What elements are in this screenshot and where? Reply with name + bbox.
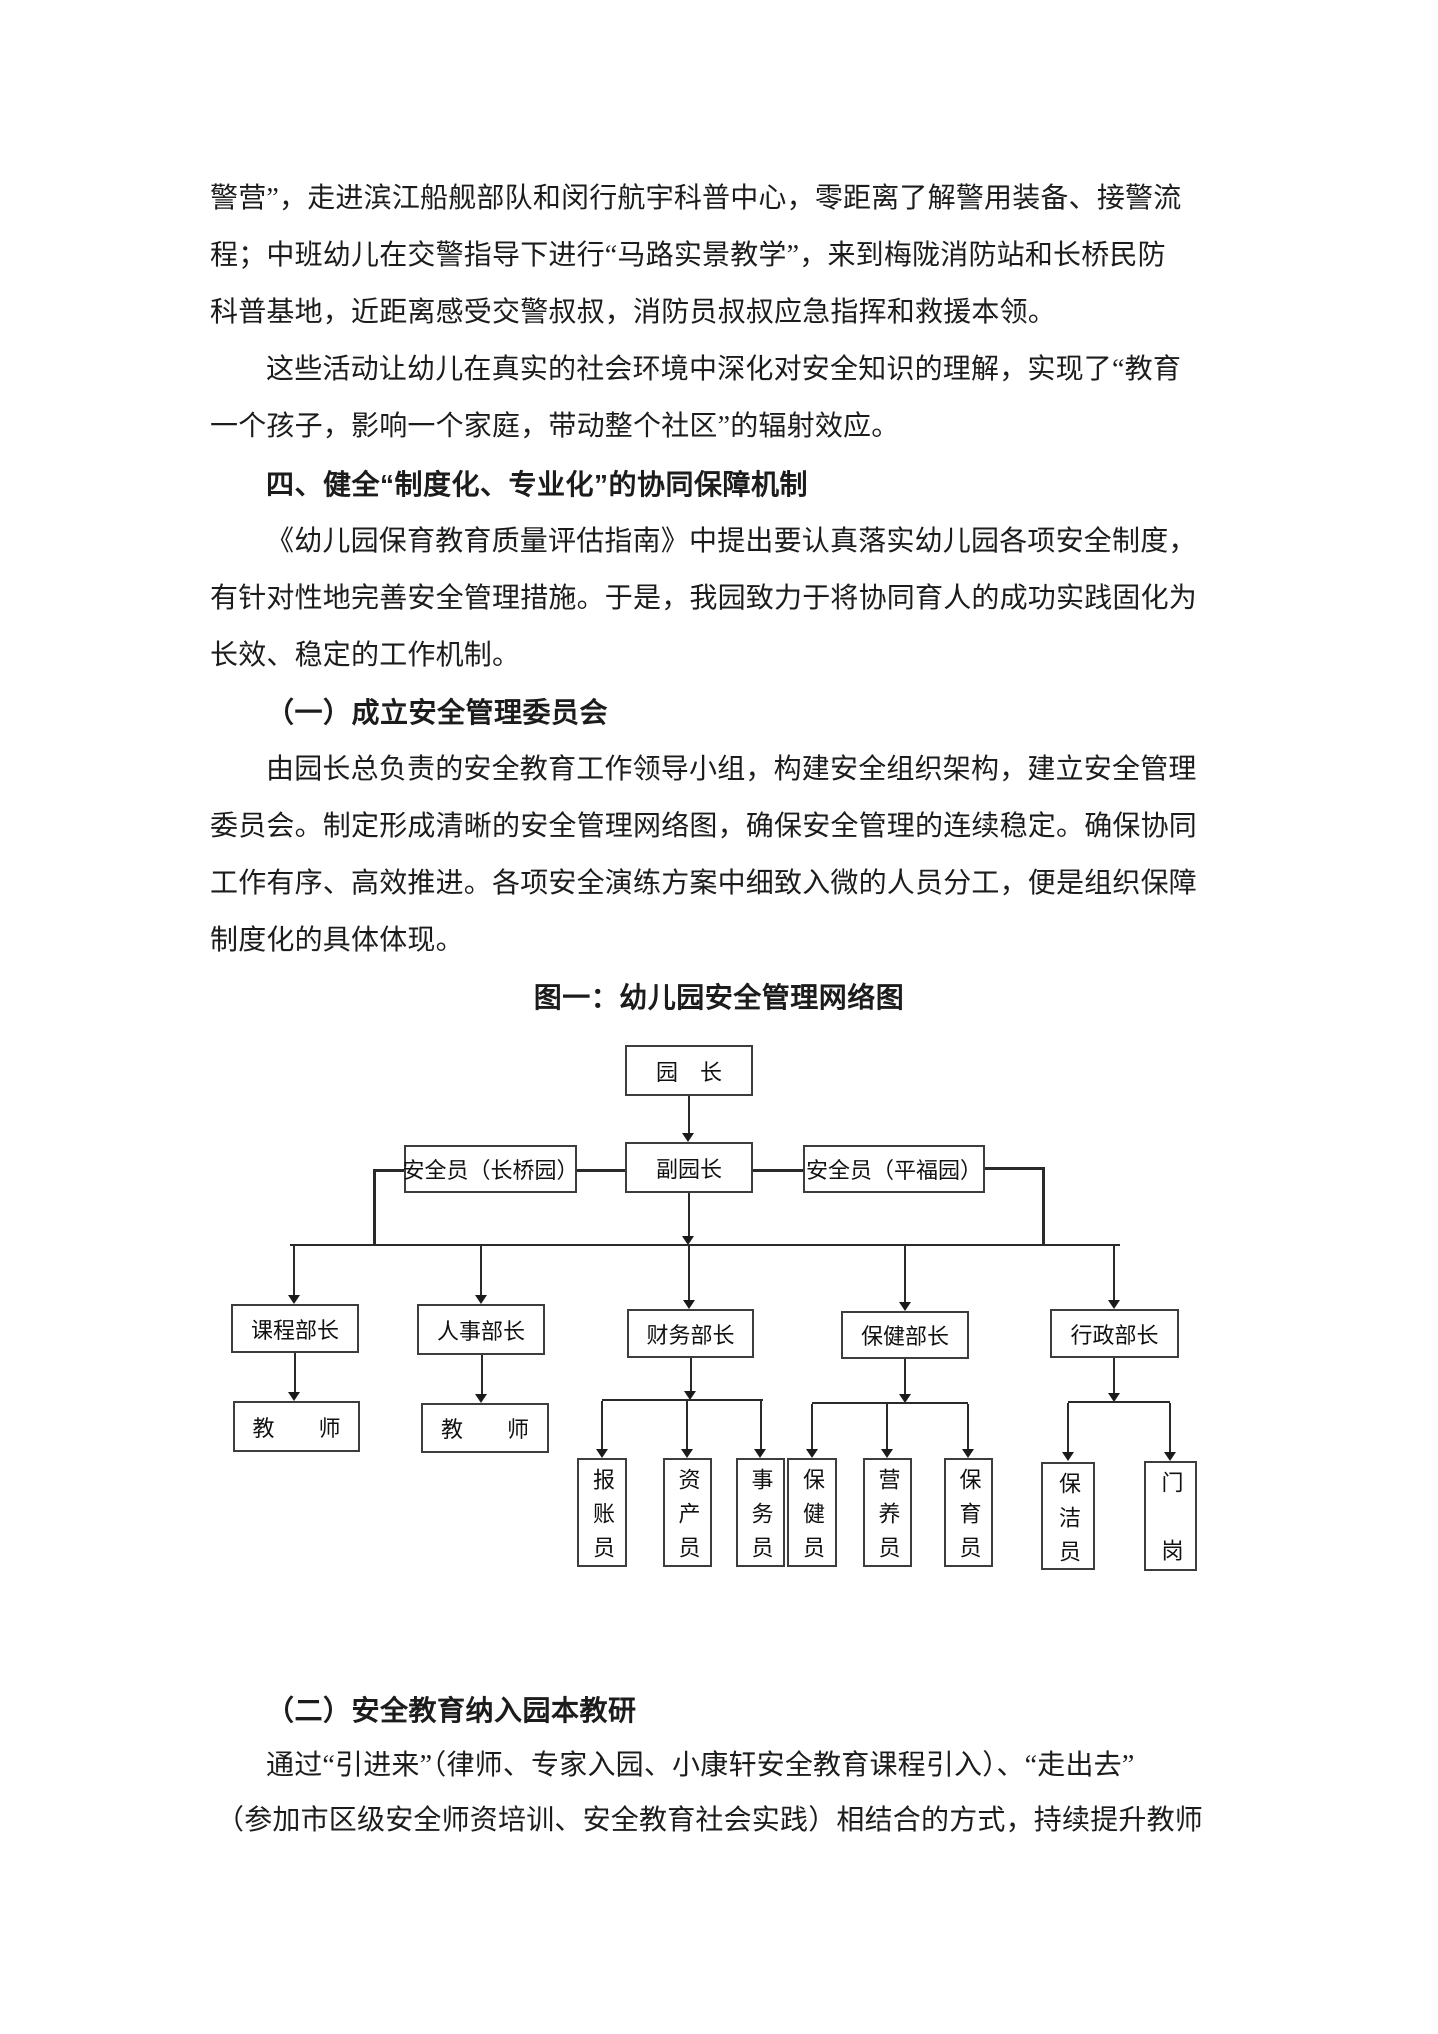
connector-line — [1113, 1358, 1115, 1393]
connector-line — [1169, 1403, 1171, 1452]
connector-line — [688, 1096, 690, 1134]
connector-line — [688, 1246, 690, 1300]
connector-line — [904, 1359, 906, 1394]
node-safety-officer-changqiao: 安全员（长桥园） — [403, 1145, 579, 1193]
node-affairs-clerk: 事务员 — [736, 1458, 785, 1570]
node-teacher-2: 教 师 — [421, 1403, 549, 1453]
node-safety-officer-pingfu: 安全员（平福园） — [803, 1145, 985, 1193]
text-line: 科普基地，近距离感受交警叔叔，消防员叔叔应急指挥和救援本领。 — [210, 297, 1057, 328]
text-line: 制度化的具体体现。 — [210, 925, 464, 956]
node-curriculum-director: 课程部长 — [231, 1304, 359, 1353]
arrowhead — [1108, 1393, 1120, 1402]
arrowhead — [962, 1449, 974, 1458]
text-line: 程；中班幼儿在交警指导下进行“马路实景教学”，来到梅陇消防站和长桥民防 — [210, 240, 1166, 271]
node-cleaner: 保洁员 — [1041, 1462, 1095, 1574]
connector-line — [760, 1401, 762, 1449]
connector-line — [904, 1246, 906, 1302]
connector-line — [481, 1355, 483, 1394]
arrowhead — [1062, 1452, 1074, 1461]
node-gate-guard: 门岗 — [1144, 1461, 1197, 1607]
connector-line — [985, 1167, 1044, 1170]
connector-line — [690, 1358, 692, 1391]
arrowhead — [806, 1449, 818, 1458]
connector-line — [811, 1404, 813, 1449]
connector-line — [480, 1246, 482, 1295]
section-heading: 四、健全“制度化、专业化”的协同保障机制 — [266, 469, 809, 500]
arrowhead — [899, 1302, 911, 1311]
subsection-heading: （二）安全教育纳入园本教研 — [266, 1695, 637, 1726]
node-hr-director: 人事部长 — [417, 1304, 545, 1355]
node-health-director: 保健部长 — [841, 1311, 969, 1359]
text-line: 委员会。制定形成清晰的安全管理网络图，确保安全管理的连续稳定。确保协同 — [210, 811, 1198, 842]
text-line: 警营”，走进滨江船舰部队和闵行航宇科普中心，零距离了解警用装备、接警流 — [210, 183, 1182, 214]
connector-bar — [812, 1402, 968, 1404]
connector-line — [886, 1404, 888, 1449]
connector-line — [753, 1169, 803, 1172]
arrowhead — [681, 1449, 693, 1458]
arrowhead — [682, 1133, 694, 1142]
connector-line — [1113, 1246, 1115, 1300]
node-bookkeeper: 报账员 — [577, 1458, 627, 1570]
arrowhead — [684, 1391, 696, 1400]
connector-line — [686, 1401, 688, 1449]
text-line: 一个孩子，影响一个家庭，带动整个社区”的辐射效应。 — [210, 411, 900, 442]
text-line: 这些活动让幼儿在真实的社会环境中深化对安全知识的理解，实现了“教育 — [266, 354, 1182, 385]
connector-line — [967, 1404, 969, 1449]
arrowhead — [288, 1295, 300, 1304]
connector-line — [1067, 1403, 1069, 1452]
arrowhead — [899, 1394, 911, 1403]
text-line: 由园长总负责的安全教育工作领导小组，构建安全组织架构，建立安全管理 — [266, 754, 1197, 785]
arrowhead — [475, 1295, 487, 1304]
arrowhead — [683, 1300, 695, 1309]
node-teacher-1: 教 师 — [233, 1401, 360, 1452]
node-vice-principal: 副园长 — [625, 1142, 753, 1193]
connector-line — [688, 1193, 690, 1236]
connector-line — [294, 1353, 296, 1392]
node-nutritionist: 营养员 — [863, 1458, 912, 1570]
node-childcare-worker: 保育员 — [944, 1458, 993, 1570]
text-line: 《幼儿园保育教育质量评估指南》中提出要认真落实幼儿园各项安全制度， — [266, 526, 1197, 557]
connector-bar — [602, 1399, 763, 1401]
connector-line — [374, 1169, 404, 1172]
arrowhead — [881, 1449, 893, 1458]
arrowhead — [596, 1449, 608, 1458]
arrowhead — [1108, 1300, 1120, 1309]
arrowhead — [754, 1449, 766, 1458]
text-line: （参加市区级安全师资培训、安全教育社会实践）相结合的方式，持续提升教师 — [216, 1805, 1204, 1836]
arrowhead — [682, 1236, 694, 1245]
text-line: 长效、稳定的工作机制。 — [210, 640, 521, 671]
connector-bar — [1068, 1401, 1170, 1403]
arrowhead — [475, 1394, 487, 1403]
connector-line — [293, 1246, 295, 1295]
arrowhead — [288, 1392, 300, 1401]
node-health-worker: 保健员 — [787, 1458, 837, 1570]
figure-title: 图一：幼儿园安全管理网络图 — [533, 982, 905, 1013]
connector-line — [601, 1401, 603, 1449]
text-line: 有针对性地完善安全管理措施。于是，我园致力于将协同育人的成功实践固化为 — [210, 583, 1198, 614]
connector-line — [577, 1169, 625, 1172]
text-line: 工作有序、高效推进。各项安全演练方案中细致入微的人员分工，便是组织保障 — [210, 868, 1198, 899]
connector-line — [373, 1169, 376, 1246]
node-asset-clerk: 资产员 — [663, 1458, 712, 1570]
arrowhead — [1164, 1452, 1176, 1461]
connector-line — [1042, 1167, 1045, 1246]
subsection-heading: （一）成立安全管理委员会 — [266, 697, 609, 728]
node-finance-director: 财务部长 — [627, 1309, 754, 1358]
node-principal: 园 长 — [625, 1045, 753, 1096]
node-admin-director: 行政部长 — [1050, 1309, 1179, 1358]
text-line: 通过“引进来”（律师、专家入园、小康轩安全教育课程引入）、“走出去” — [266, 1750, 1135, 1781]
connector-rail — [290, 1244, 1120, 1246]
